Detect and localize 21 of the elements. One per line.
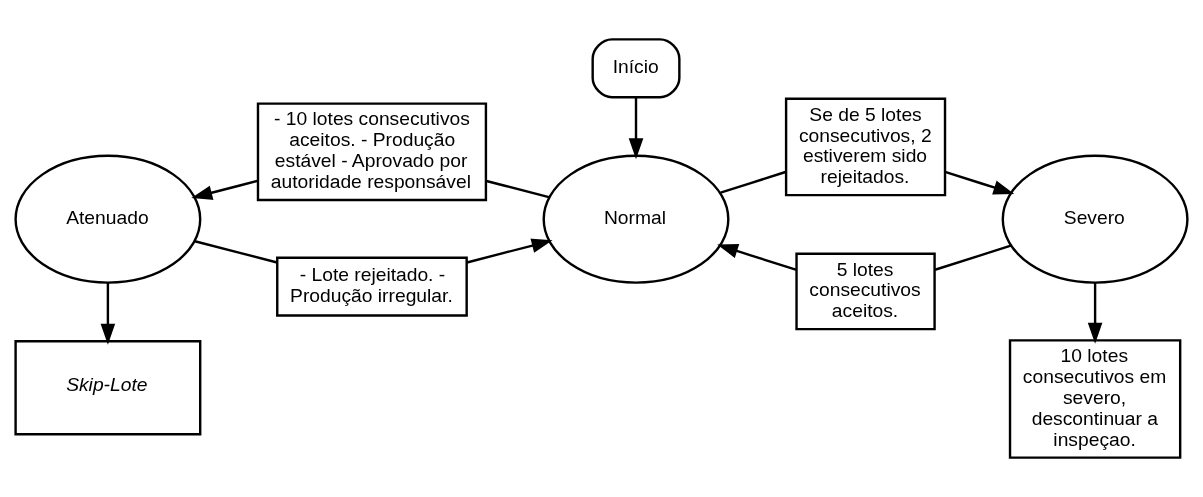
- node-box: Skip-Lote: [14, 340, 202, 436]
- node-box: - Lote rejeitado. - Produção irregular.: [276, 256, 468, 317]
- node-box: 10 lotes consecutivos em severo, descontinuar a inspeçao.: [1008, 339, 1182, 459]
- node-ellipse: Normal: [542, 154, 730, 284]
- arrow: [717, 243, 797, 272]
- arrow: [191, 179, 258, 200]
- connector: [486, 179, 550, 199]
- connector: [934, 244, 1012, 271]
- node-box: - 10 lotes consecutivos aceitos. - Produção estável - Aprovado por autoridade responsável: [256, 102, 488, 202]
- arrow: [1087, 282, 1103, 344]
- arrow: [628, 97, 644, 160]
- node-box: Início: [591, 38, 681, 99]
- connector: [720, 170, 786, 194]
- node-box: 5 lotes consecutivos aceitos.: [795, 252, 936, 331]
- arrow: [466, 238, 553, 264]
- node-ellipse: Atenuado: [14, 154, 202, 284]
- node-ellipse: Severo: [1001, 154, 1189, 284]
- arrow: [100, 282, 116, 345]
- connector: [194, 240, 278, 264]
- node-box: Se de 5 lotes consecutivos, 2 estiverem sido rejeitados.: [784, 97, 947, 197]
- arrow: [944, 170, 1015, 195]
